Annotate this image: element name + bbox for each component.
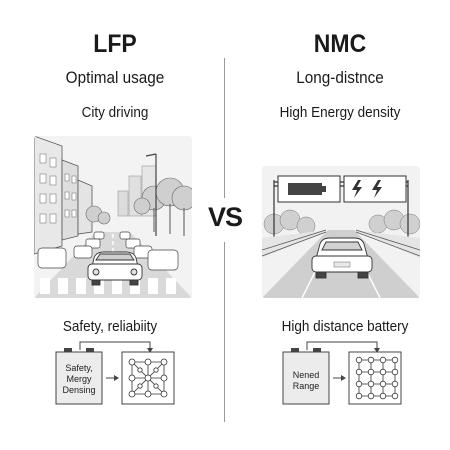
lfp-caption: Safety, reliabiity <box>62 318 158 335</box>
highway-illustration <box>262 166 420 298</box>
center-divider-bottom <box>224 242 225 422</box>
vs-label: VS <box>207 202 243 232</box>
center-divider-top <box>224 58 225 198</box>
highway-car <box>311 237 373 279</box>
lattice-structure-icon <box>355 356 399 400</box>
nmc-caption: High distance battery <box>281 318 409 335</box>
lfp-subtitle: Optimal usage <box>65 68 165 87</box>
lfp-title: LFP <box>93 30 137 58</box>
battery-icon <box>288 183 326 195</box>
lightning-icon <box>352 180 382 198</box>
lfp-battery-diagram: Safety, Mergy Densing <box>50 336 180 408</box>
main-car <box>87 251 143 286</box>
nmc-title: NMC <box>313 30 367 58</box>
nmc-subtitle: Long-distnce <box>296 68 384 87</box>
nmc-cell-label: Nened Range <box>292 370 320 391</box>
lfp-use-case: City driving <box>81 104 149 121</box>
lattice-structure-icon <box>128 358 168 398</box>
city-street-illustration <box>34 136 192 298</box>
lfp-cell-label: Safety, Mergy Densing <box>62 363 96 395</box>
nmc-battery-diagram: Nened Range <box>277 336 407 408</box>
nmc-use-case: High Energy density <box>279 104 401 121</box>
